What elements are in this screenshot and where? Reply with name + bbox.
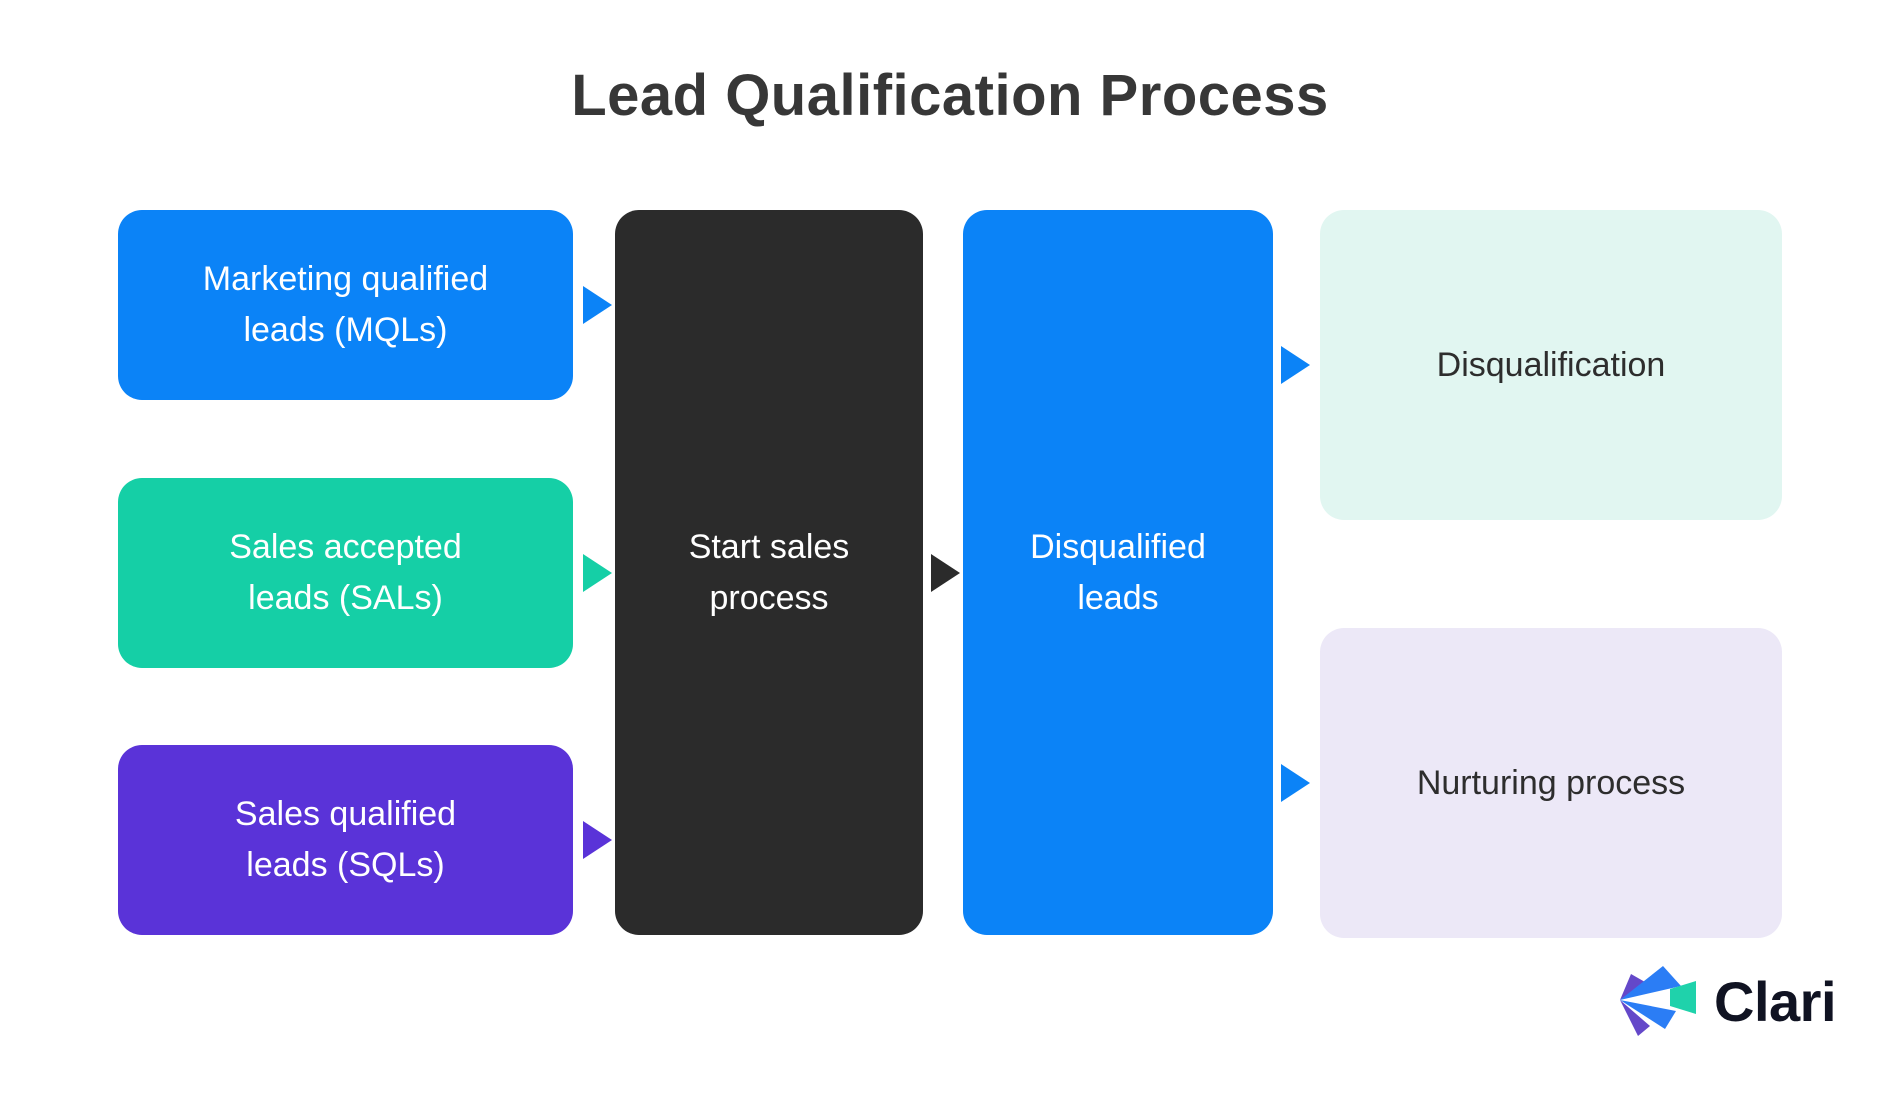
arrow-right-icon xyxy=(583,554,612,592)
clari-logo-icon xyxy=(1620,966,1696,1036)
node-label-line: Disqualified xyxy=(1030,527,1206,566)
arrow-right-icon xyxy=(1281,346,1310,384)
node-label: Start sales process xyxy=(689,522,850,624)
clari-logo-text: Clari xyxy=(1714,970,1837,1033)
clari-logo: Clari xyxy=(1618,964,1837,1040)
node-label-line: leads xyxy=(1077,578,1159,617)
node-label: Marketing qualified leads (MQLs) xyxy=(203,254,488,356)
node-start-sales-process: Start sales process xyxy=(615,210,923,935)
node-disqualified-leads: Disqualified leads xyxy=(963,210,1273,935)
node-sales-accepted-leads: Sales accepted leads (SALs) xyxy=(118,478,573,668)
node-label-line: Start sales xyxy=(688,527,850,566)
node-label: Disqualification xyxy=(1437,340,1666,391)
node-label: Sales qualified leads (SQLs) xyxy=(235,789,456,891)
node-disqualification: Disqualification xyxy=(1320,210,1782,520)
node-label: Sales accepted leads (SALs) xyxy=(229,522,462,624)
node-label-line: process xyxy=(709,578,829,617)
arrow-right-icon xyxy=(583,821,612,859)
node-sales-qualified-leads: Sales qualified leads (SQLs) xyxy=(118,745,573,935)
node-nurturing-process: Nurturing process xyxy=(1320,628,1782,938)
node-label-line: Disqualification xyxy=(1436,345,1666,384)
node-label-line: leads (SQLs) xyxy=(246,846,445,884)
arrow-right-icon xyxy=(931,554,960,592)
node-label: Disqualified leads xyxy=(1030,522,1206,624)
node-label-line: Sales accepted xyxy=(229,528,462,566)
node-label-line: leads (SALs) xyxy=(248,579,443,617)
node-label: Nurturing process xyxy=(1417,758,1685,809)
diagram-title: Lead Qualification Process xyxy=(571,63,1329,128)
arrow-right-icon xyxy=(583,286,612,324)
node-label-line: leads (MQLs) xyxy=(243,311,448,349)
node-marketing-qualified-leads: Marketing qualified leads (MQLs) xyxy=(118,210,573,400)
node-label-line: Sales qualified xyxy=(234,795,457,833)
arrow-right-icon xyxy=(1281,764,1310,802)
node-label-line: Marketing qualified xyxy=(202,260,489,298)
node-label-line: Nurturing process xyxy=(1416,763,1686,802)
